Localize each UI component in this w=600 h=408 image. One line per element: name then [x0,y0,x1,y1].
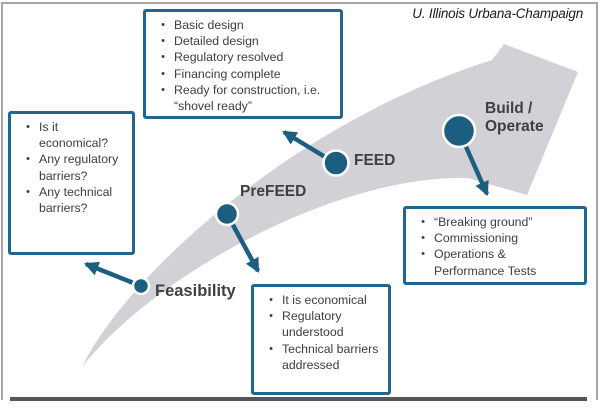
frame-bottom-rule [10,397,587,401]
stage-dot-prefeed [214,201,240,227]
bullet-icon: • [269,294,273,306]
list-item: • Operations & Performance Tests [412,246,580,278]
list-item: • It is economical [260,292,384,308]
connector-feasibility [83,261,142,289]
bullet-icon: • [161,51,165,64]
list-item: • Any regulatory barriers? [17,151,128,183]
list-item: • Any technical barriers? [17,184,128,216]
list-item-text: Ready for construction, i.e. “shovel rea… [174,82,321,114]
list-item-text: Is it economical? [39,120,109,151]
list-item-text: Detailed design [174,34,259,49]
bullet-icon: • [421,248,425,261]
list-item: • Is it economical? [17,119,128,151]
list-item-text: Regulatory resolved [174,50,284,65]
prefeed-outcomes-box: •It is economical•Regulatory understood•… [251,284,391,395]
list-item: • Ready for construction, i.e. “shovel re… [152,82,336,114]
frame-right-border [596,2,598,400]
bullet-icon: • [161,83,165,96]
stage-label-build-operate: Build / Operate [485,100,544,135]
list-item-text: It is economical [282,293,367,307]
bullet-icon: • [161,19,165,31]
frame-top-border [2,2,597,4]
list-item: • “Breaking ground” [412,214,580,230]
bullet-icon: • [26,121,30,133]
feasibility-questions-box: • Is it economical? • Any regulatory barrie… [8,111,135,255]
list-item-text: “Breaking ground” [434,215,533,229]
bullet-icon: • [421,232,425,245]
list-item-text: Financing complete [174,66,281,81]
bullet-icon: • [421,216,425,228]
bullet-icon: • [161,35,165,48]
list-item-text: Any technical barriers? [39,184,113,216]
bullet-icon: • [269,342,273,355]
feed-deliverables-box: • Basic design • Detailed design • Regulatory… [143,9,343,119]
stage-dot-feasibility [131,276,151,296]
bullet-icon: • [161,67,165,80]
bullet-icon: • [26,185,30,198]
list-item-text: Commissioning [434,231,519,246]
stage-label-feasibility: Feasibility [155,282,236,300]
list-item-text: Operations & Performance Tests [434,247,537,278]
stage-dot-feed [322,149,350,177]
stage-label-prefeed: PreFEED [240,183,307,200]
list-item: • Regulatory understood [260,308,384,340]
list-item-text: Any regulatory barriers? [39,152,119,183]
list-item-text: Technical barriers addressed [282,341,379,372]
list-item-text: Basic design [174,18,244,32]
list-item: • Detailed design [152,33,336,49]
stage-dot-build [441,113,477,149]
stage-label-feed: FEED [354,152,396,169]
list-item-text: Regulatory understood [282,309,344,340]
build-activities-box: • “Breaking ground” • Commissioning • Operati… [403,206,587,285]
list-item: • Technical barriers addressed [260,341,384,373]
list-item: • Financing complete [152,66,336,82]
frame-left-border [1,2,3,400]
list-item: • Basic design [152,17,336,33]
attribution-text: U. Illinois Urbana-Champaign [412,6,583,21]
bullet-icon: • [269,310,273,323]
bullet-icon: • [26,153,30,166]
list-item: • Regulatory resolved [152,49,336,65]
list-item: • Commissioning [412,230,580,246]
